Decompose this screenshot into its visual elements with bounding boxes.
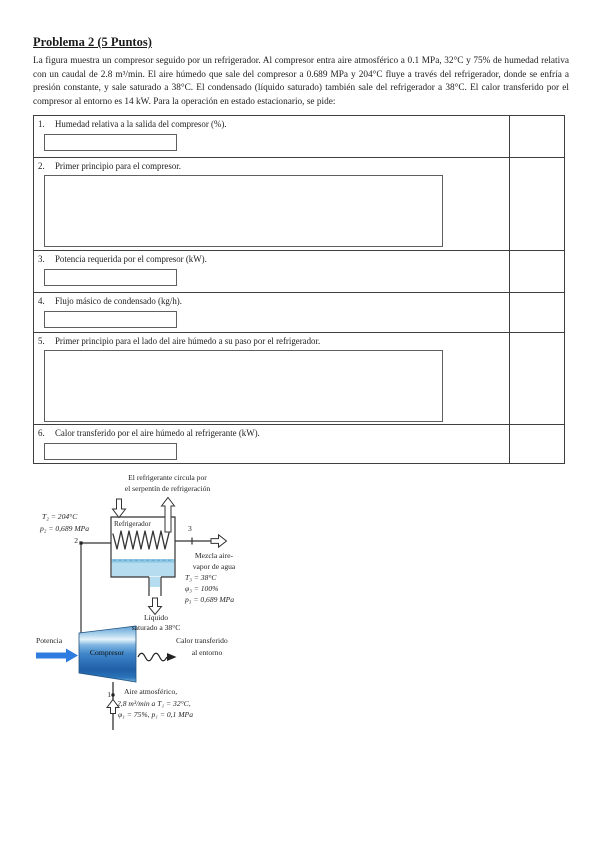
heat-label-line2: al entorno: [191, 647, 223, 657]
condensate-label-line2: saturado a 38°C: [131, 623, 181, 632]
answer-box-3[interactable]: [44, 269, 177, 286]
state1-point-label: 1: [107, 690, 111, 699]
question-number: 5.: [38, 336, 45, 346]
inlet-arrow-icon: [106, 698, 120, 714]
page-title: Problema 2 (5 Puntos): [33, 35, 152, 49]
question-line: 5. Primer principio para el lado del aire…: [38, 335, 505, 347]
outlet-arrow-icon: [210, 533, 228, 549]
system-diagram: El refrigerante circula por el serpentín…: [0, 470, 600, 760]
state3-pressure-label: p₃ = 0,689 MPa: [185, 594, 235, 604]
table-row: 1. Humedad relativa a la salida del compr…: [33, 115, 566, 158]
question-text: Humedad relativa a la salida del compres…: [55, 119, 227, 129]
compressor-shape: [78, 625, 137, 683]
inlet-label-line2: 2,8 m³/min a T₁ = 32°C,: [117, 698, 191, 708]
answer-box-5[interactable]: [44, 350, 443, 422]
table-row: 5. Primer principio para el lado del aire…: [33, 332, 566, 425]
diagram-drawing: [36, 496, 228, 730]
table-row: 4. Flujo másico de condensado (kg/h).: [33, 292, 566, 333]
inlet-label-line3: φ₁ = 75%, p₁ = 0,1 MPa: [118, 710, 193, 719]
outlet-label-line2: vapor de agua: [192, 561, 236, 571]
state2-node-dot: [79, 541, 83, 545]
question-line: 4. Flujo másico de condensado (kg/h).: [38, 295, 505, 307]
points-cell: [508, 292, 566, 333]
answer-box-1[interactable]: [44, 134, 177, 151]
cooling-coil-icon: [112, 530, 170, 550]
table-row: 6. Calor transferido por el aire húmedo a…: [33, 424, 566, 464]
drain-liquid: [150, 577, 160, 587]
answer-box-6[interactable]: [44, 443, 177, 460]
question-text: Flujo másico de condensado (kg/h).: [55, 296, 182, 306]
refrigerant-out-arrow-icon: [160, 496, 176, 533]
state2-pressure-label: p₂ = 0,689 MPa: [40, 523, 90, 533]
question-number: 3.: [38, 254, 45, 264]
points-cell: [508, 332, 566, 425]
refrigerant-in-arrow-icon: [111, 498, 127, 519]
outlet-label-line1: Mezcla aire-: [194, 551, 234, 560]
problem-statement: La figura muestra un compresor seguido p…: [33, 56, 569, 107]
state1-node-dot: [111, 693, 115, 697]
answer-box-4[interactable]: [44, 311, 177, 328]
points-cell: [508, 250, 566, 293]
question-line: 6. Calor transferido por el aire húmedo a…: [38, 427, 505, 439]
power-label: Potencia: [36, 636, 63, 645]
state3-temp-label: T₃ = 38°C: [185, 572, 217, 582]
question-line: 2. Primer principio para el compresor.: [38, 160, 505, 172]
questions-table: 1. Humedad relativa a la salida del compr…: [33, 115, 566, 464]
inlet-label-line1: Aire atmosférico,: [124, 687, 178, 696]
state3-point-label: 3: [188, 524, 192, 533]
question-number: 2.: [38, 161, 45, 171]
question-text: Calor transferido por el aire húmedo al …: [55, 428, 260, 438]
points-cell: [508, 157, 566, 251]
heat-squiggle-icon: [137, 652, 168, 662]
question-text: Primer principio para el lado del aire h…: [55, 336, 321, 346]
state3-humidity-label: φ₃ = 100%: [185, 583, 219, 593]
table-row: 3. Potencia requerida por el compresor (k…: [33, 250, 566, 293]
condensate-arrow-icon: [147, 597, 163, 616]
refrigerant-note-line1: El refrigerante circula por: [128, 473, 207, 482]
power-arrow-icon: [36, 648, 78, 663]
question-number: 6.: [38, 428, 45, 438]
liquid-pool: [111, 559, 175, 577]
heat-arrowhead-icon: [167, 653, 177, 661]
points-cell: [508, 424, 566, 464]
question-text: Primer principio para el compresor.: [55, 161, 181, 171]
table-row: 2. Primer principio para el compresor.: [33, 157, 566, 251]
question-line: 3. Potencia requerida por el compresor (k…: [38, 253, 505, 265]
state2-pipe: [80, 542, 111, 633]
points-cell: [508, 115, 566, 158]
question-number: 1.: [38, 119, 45, 129]
heat-label-line1: Calor transferido: [176, 635, 228, 645]
question-line: 1. Humedad relativa a la salida del compr…: [38, 118, 505, 130]
question-number: 4.: [38, 296, 45, 306]
question-text: Potencia requerida por el compresor (kW)…: [55, 254, 207, 264]
condensate-label-line1: Líquido: [143, 612, 169, 622]
compressor-label: Compresor: [89, 647, 125, 657]
state2-point-label: 2: [74, 536, 78, 545]
refrigerator-box: [110, 516, 176, 596]
refrigerator-label: Refrigerador: [114, 520, 151, 528]
liquid-surface: [111, 559, 175, 563]
state2-temp-label: T₂ = 204°C: [42, 512, 78, 521]
answer-box-2[interactable]: [44, 175, 443, 247]
refrigerant-note-line2: el serpentín de refrigeración: [124, 483, 211, 493]
